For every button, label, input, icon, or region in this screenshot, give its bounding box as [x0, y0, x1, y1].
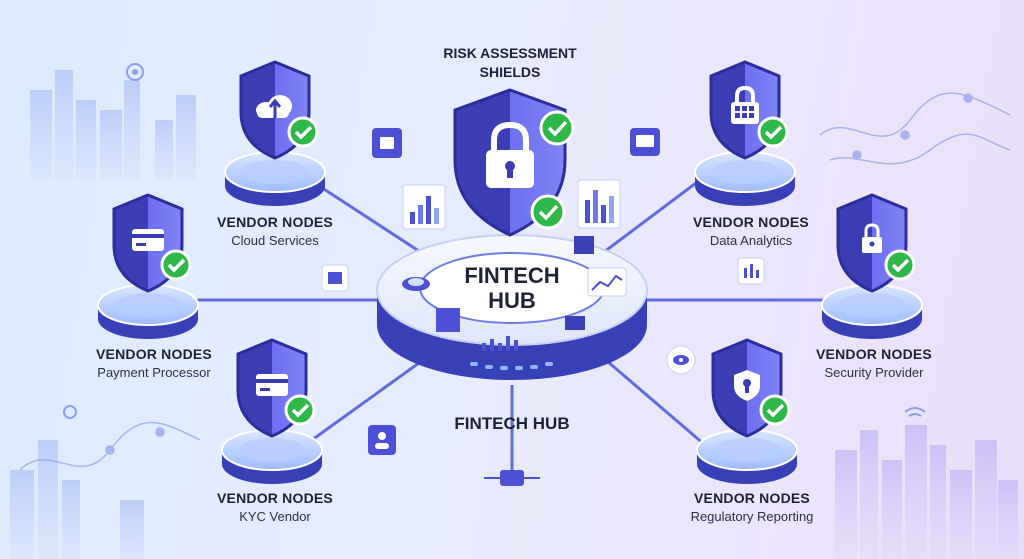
eye-icon — [666, 345, 696, 375]
vendor-platform — [821, 284, 923, 339]
card-icon — [132, 229, 164, 251]
risk-assessment-heading: RISK ASSESSMENT SHIELDS — [420, 44, 600, 82]
vendor-platform — [224, 151, 326, 206]
vendor-label-data-analytics: VENDOR NODES Data Analytics — [676, 214, 826, 248]
vendor-title: VENDOR NODES — [217, 214, 333, 230]
location-pin-icon — [63, 405, 77, 419]
connector-lines — [180, 178, 845, 470]
gear-icon — [126, 63, 144, 81]
hub-title-line-2: HUB — [488, 288, 536, 314]
wifi-icon — [904, 407, 926, 417]
check-badge-icon — [160, 249, 192, 281]
hub-status-lights — [470, 362, 553, 370]
check-badge-icon — [284, 394, 316, 426]
vendor-nodes — [97, 60, 923, 484]
vendor-label-regulatory-reporting: VENDOR NODES Regulatory Reporting — [672, 490, 832, 524]
check-badge-icon — [884, 249, 916, 281]
vendor-subtitle: KYC Vendor — [239, 508, 311, 524]
vendor-subtitle: Security Provider — [824, 364, 924, 380]
vendor-title: VENDOR NODES — [96, 346, 212, 362]
background-line-graph-right — [819, 92, 1011, 165]
check-badge-icon — [287, 116, 319, 148]
padlock-icon — [486, 121, 534, 188]
vendor-platform — [696, 429, 798, 484]
card-icon — [256, 374, 288, 396]
floating-chart-card-left — [402, 184, 446, 230]
vendor-title: VENDOR NODES — [694, 490, 810, 506]
vendor-node — [821, 193, 923, 339]
vendor-node — [224, 60, 326, 206]
vendor-subtitle: Cloud Services — [231, 232, 319, 248]
vendor-node — [221, 338, 323, 484]
vendor-title: VENDOR NODES — [217, 490, 333, 506]
background-line-graph-left — [19, 421, 201, 471]
hub-bar-chart-icon — [482, 336, 518, 351]
vendor-subtitle: Data Analytics — [709, 232, 793, 248]
hub-pie-icon — [402, 277, 430, 291]
vendor-title: VENDOR NODES — [816, 346, 932, 362]
check-badge-icon — [757, 116, 789, 148]
hub-title: FINTECH HUB — [432, 263, 592, 314]
vendor-label-payment-processor: VENDOR NODES Payment Processor — [78, 346, 230, 380]
card-check-icon — [630, 128, 660, 156]
bank-icon — [321, 264, 349, 292]
keypad-lock-icon — [731, 85, 759, 124]
vendor-subtitle: Regulatory Reporting — [690, 508, 814, 524]
user-profile-icon — [368, 425, 396, 455]
heading-line-1: RISK ASSESSMENT — [443, 45, 577, 61]
vendor-subtitle: Payment Processor — [97, 364, 211, 380]
city-skyline-right — [835, 425, 1018, 559]
risk-assessment-shield — [453, 88, 575, 237]
floating-line-chart-card — [587, 267, 627, 297]
briefcase-icon — [372, 128, 402, 158]
check-badge-icon — [759, 394, 791, 426]
vendor-title: VENDOR NODES — [693, 214, 809, 230]
check-badge-icon — [530, 194, 566, 230]
vendor-platform — [97, 284, 199, 339]
vendor-node — [97, 193, 199, 339]
hub-cube-icon — [436, 236, 594, 332]
vendor-label-kyc-vendor: VENDOR NODES KYC Vendor — [200, 490, 350, 524]
network-node-icon — [484, 470, 540, 486]
vendor-platform — [694, 151, 796, 206]
hub-caption: FINTECH HUB — [454, 414, 570, 433]
vendor-label-cloud-services: VENDOR NODES Cloud Services — [200, 214, 350, 248]
fintech-hub-platform — [376, 234, 648, 380]
vendor-label-security-provider: VENDOR NODES Security Provider — [798, 346, 950, 380]
floating-chart-card-right — [577, 179, 621, 229]
vendor-node — [696, 338, 798, 484]
keyhole-icon — [734, 370, 760, 401]
vendor-node — [694, 60, 796, 206]
bar-stats-icon — [737, 257, 765, 285]
heading-line-2: SHIELDS — [479, 63, 541, 80]
cloud-upload-icon — [256, 95, 292, 118]
hub-title-line-1: FINTECH — [464, 263, 560, 288]
check-badge-icon — [539, 110, 575, 146]
city-skyline-left — [10, 70, 196, 559]
vendor-platform — [221, 429, 323, 484]
lock-icon — [862, 223, 882, 253]
